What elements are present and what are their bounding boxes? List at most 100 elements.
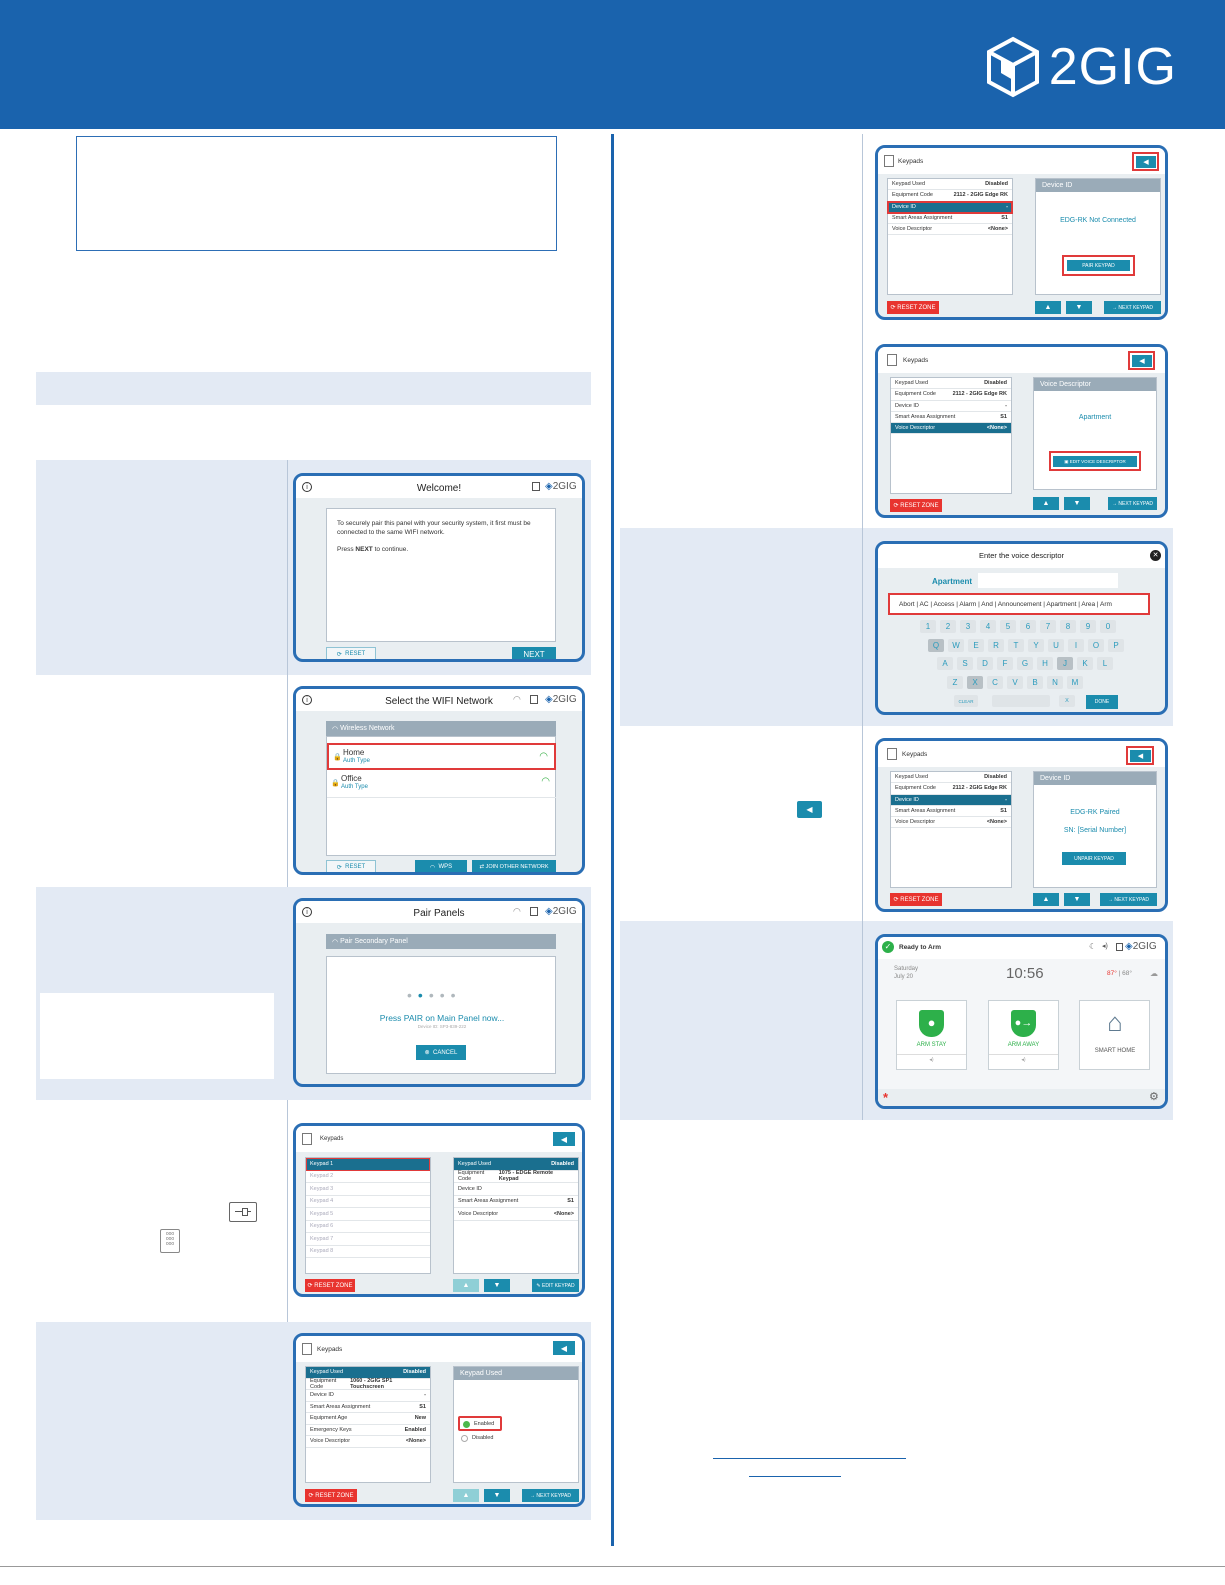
keypad-list-item[interactable]: Keypad 5	[306, 1208, 430, 1221]
arm-away-tile[interactable]: ●→ ARM AWAY ◂)	[988, 1000, 1059, 1070]
wps-button[interactable]: ◠ WPS	[415, 860, 467, 872]
key-w[interactable]: W	[948, 639, 964, 652]
key-5[interactable]: 5	[1000, 620, 1016, 633]
enabled-option[interactable]: Enabled	[458, 1416, 502, 1431]
key-4[interactable]: 4	[980, 620, 996, 633]
reset-zone-button[interactable]: ⟳ RESET ZONE	[890, 893, 942, 906]
join-other-network-button[interactable]: ⇄ JOIN OTHER NETWORK	[472, 860, 556, 872]
key-b[interactable]: B	[1027, 676, 1043, 689]
key-m[interactable]: M	[1067, 676, 1083, 689]
emergency-icon[interactable]: *	[883, 1090, 889, 1105]
keypad-list-item[interactable]: Keypad 4	[306, 1196, 430, 1208]
detail-row[interactable]: Device ID	[454, 1183, 578, 1196]
key-i[interactable]: I	[1068, 639, 1084, 652]
key-2[interactable]: 2	[940, 620, 956, 633]
disabled-option[interactable]: Disabled	[458, 1433, 502, 1445]
key-0[interactable]: 0	[1100, 620, 1116, 633]
key-t[interactable]: T	[1008, 639, 1024, 652]
reset-button[interactable]: ⟳ RESET	[326, 647, 376, 659]
keypad-list-item[interactable]: Keypad 8	[306, 1246, 430, 1258]
network-item-office[interactable]: 🔒 Office Auth Type ◠	[327, 771, 556, 798]
back-button[interactable]: ◀	[1130, 750, 1151, 762]
detail-row[interactable]: Voice Descriptor<None>	[888, 224, 1012, 236]
network-item-home[interactable]: 🔒 Home Auth Type ◠	[327, 743, 556, 770]
key-z[interactable]: Z	[947, 676, 963, 689]
clear-key[interactable]: CLEAR	[954, 695, 978, 707]
down-button[interactable]: ▼	[484, 1489, 510, 1502]
reset-button[interactable]: ⟳ RESET	[326, 860, 376, 872]
keypad-list-item[interactable]: Keypad 2	[306, 1171, 430, 1183]
keypad-list-item[interactable]: Keypad 3	[306, 1183, 430, 1196]
close-icon[interactable]: ✕	[1150, 550, 1161, 561]
key-e[interactable]: E	[968, 639, 984, 652]
detail-row[interactable]: Device ID-	[887, 200, 1013, 214]
next-keypad-button[interactable]: → NEXT KEYPAD	[1100, 893, 1157, 906]
keypad-list-item[interactable]: Keypad 1	[306, 1158, 430, 1171]
key-r[interactable]: R	[988, 639, 1004, 652]
edit-voice-descriptor-button[interactable]: ▣ EDIT VOICE DESCRIPTOR	[1053, 456, 1137, 467]
down-button[interactable]: ▼	[1064, 893, 1090, 906]
key-h[interactable]: H	[1037, 657, 1053, 670]
down-button[interactable]: ▼	[1066, 301, 1092, 314]
key-y[interactable]: Y	[1028, 639, 1044, 652]
key-v[interactable]: V	[1007, 676, 1023, 689]
detail-row[interactable]: Device ID-	[306, 1390, 430, 1402]
key-u[interactable]: U	[1048, 639, 1064, 652]
key-p[interactable]: P	[1108, 639, 1124, 652]
reset-zone-button[interactable]: ⟳ RESET ZONE	[305, 1489, 357, 1502]
down-button[interactable]: ▼	[484, 1279, 510, 1292]
done-button[interactable]: DONE	[1086, 695, 1118, 709]
back-button[interactable]: ◀	[1136, 156, 1156, 168]
up-button[interactable]: ▲	[1035, 301, 1061, 314]
descriptor-input[interactable]	[978, 573, 1118, 588]
up-button[interactable]: ▲	[453, 1279, 479, 1292]
key-6[interactable]: 6	[1020, 620, 1036, 633]
down-button[interactable]: ▼	[1064, 497, 1090, 510]
space-key[interactable]	[992, 695, 1050, 707]
smart-home-tile[interactable]: ⌂ SMART HOME	[1079, 1000, 1150, 1070]
arm-stay-tile[interactable]: ● ARM STAY ◂)	[896, 1000, 967, 1070]
info-icon[interactable]: i	[302, 695, 312, 705]
up-button[interactable]: ▲	[1033, 497, 1059, 510]
reset-zone-button[interactable]: ⟳ RESET ZONE	[887, 301, 939, 314]
info-icon[interactable]: i	[302, 482, 312, 492]
detail-row[interactable]: Voice Descriptor<None>	[454, 1208, 578, 1221]
next-keypad-button[interactable]: → NEXT KEYPAD	[1108, 497, 1157, 510]
key-1[interactable]: 1	[920, 620, 936, 633]
link-underline[interactable]	[713, 1458, 906, 1459]
key-g[interactable]: G	[1017, 657, 1033, 670]
key-l[interactable]: L	[1097, 657, 1113, 670]
next-keypad-button[interactable]: → NEXT KEYPAD	[1104, 301, 1161, 314]
key-s[interactable]: S	[957, 657, 973, 670]
detail-row[interactable]: Voice Descriptor<None>	[306, 1436, 430, 1448]
key-d[interactable]: D	[977, 657, 993, 670]
detail-row[interactable]: Device ID-	[891, 401, 1011, 412]
key-n[interactable]: N	[1047, 676, 1063, 689]
key-f[interactable]: F	[997, 657, 1013, 670]
key-o[interactable]: O	[1088, 639, 1104, 652]
back-button[interactable]: ◀	[553, 1341, 575, 1355]
detail-row[interactable]: Voice Descriptor<None>	[891, 423, 1011, 435]
pair-keypad-button[interactable]: PAIR KEYPAD	[1067, 260, 1130, 271]
key-x[interactable]: X	[967, 676, 983, 689]
suggestion-words[interactable]: Abort | AC | Access | Alarm | And | Anno…	[899, 601, 1112, 608]
key-3[interactable]: 3	[960, 620, 976, 633]
key-8[interactable]: 8	[1060, 620, 1076, 633]
keypad-list-item[interactable]: Keypad 6	[306, 1221, 430, 1233]
key-7[interactable]: 7	[1040, 620, 1056, 633]
info-icon[interactable]: i	[302, 907, 312, 917]
edit-keypad-button[interactable]: ✎ EDIT KEYPAD	[532, 1279, 579, 1292]
back-button[interactable]: ◀	[1132, 355, 1152, 367]
